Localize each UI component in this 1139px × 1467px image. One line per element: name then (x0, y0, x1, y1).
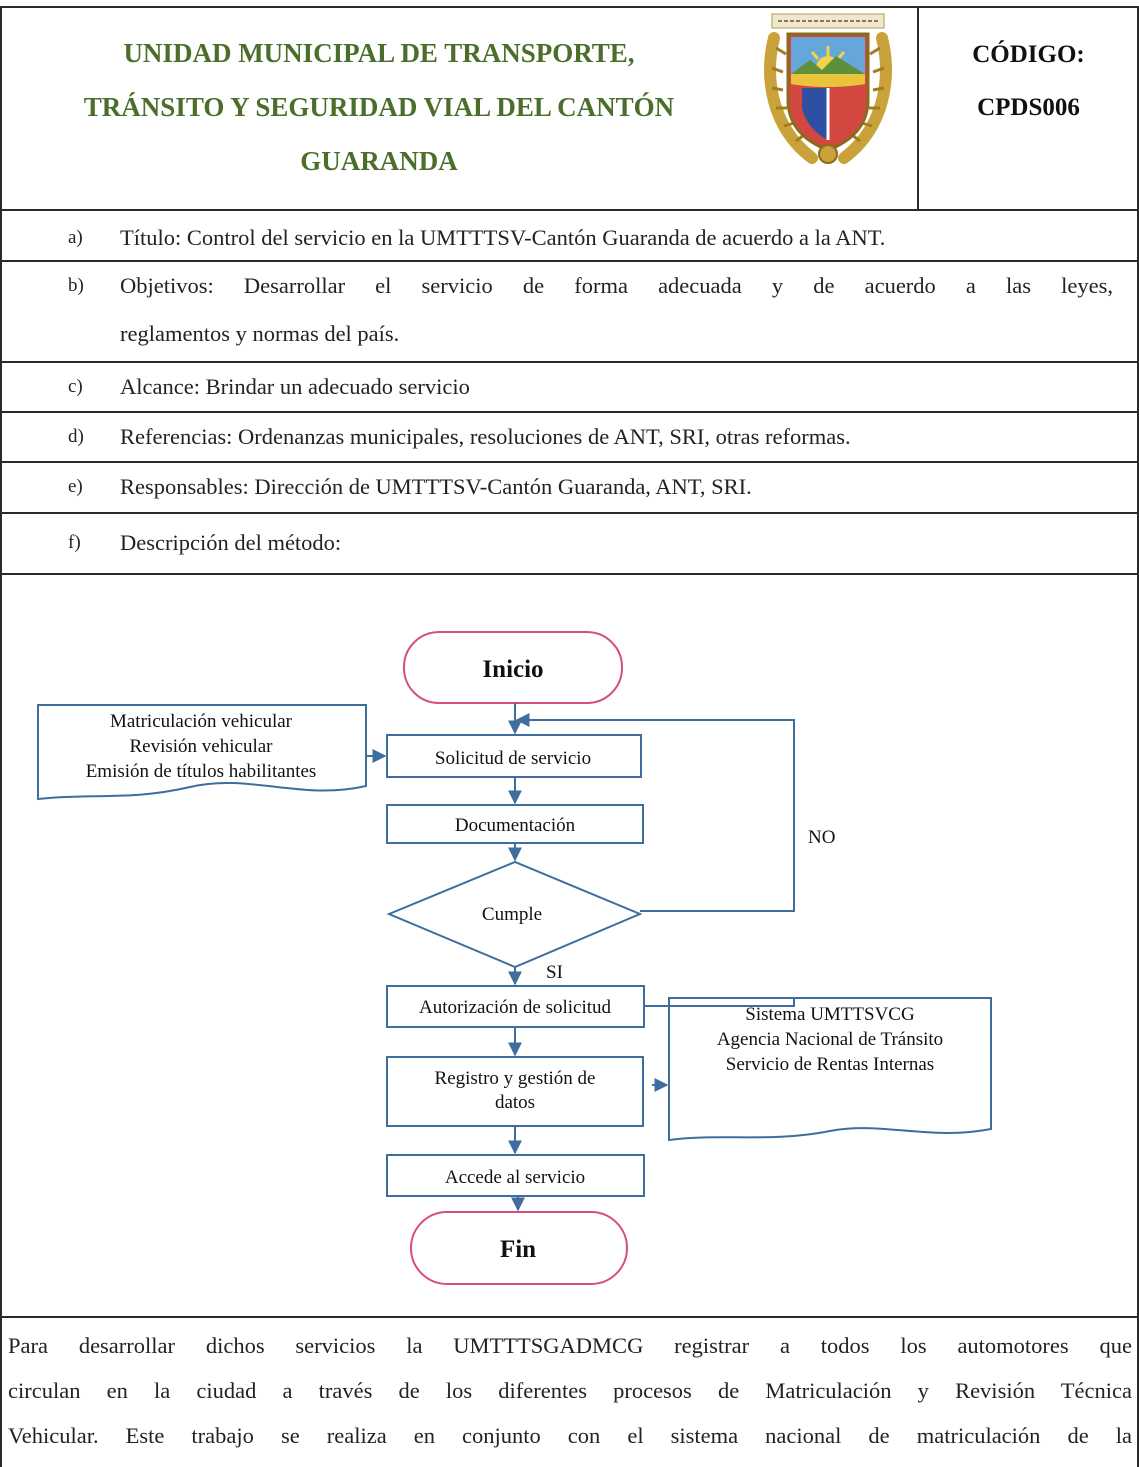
section-text-line: Objetivos: Desarrollar el servicio de fo… (120, 273, 1113, 298)
section-e: e) Responsables: Dirección de UMTTTSV-Ca… (0, 463, 1139, 511)
step-registro-line: datos (495, 1092, 535, 1113)
title-line-1: UNIDAD MUNICIPAL DE TRANSPORTE, (123, 38, 635, 68)
flowchart: Inicio Matriculación vehicular Revisión … (37, 631, 992, 1285)
output-doc-line: Servicio de Rentas Internas (726, 1054, 934, 1075)
section-text: Título: Control del servicio en la UMTTT… (120, 225, 886, 250)
rule-a (0, 260, 1139, 262)
decision-diamond (386, 860, 643, 969)
output-doc-line: Agencia Nacional de Tránsito (717, 1029, 943, 1050)
border-right (1137, 6, 1139, 1467)
section-text-line: reglamentos y normas del país. (120, 321, 400, 346)
section-text: Descripción del método: (120, 530, 342, 555)
section-letter: f) (68, 532, 81, 553)
start-label: Inicio (482, 656, 543, 683)
section-letter: b) (68, 275, 84, 296)
start-terminal (403, 631, 623, 704)
connector-autorizacion-to-output (644, 998, 795, 1007)
section-letter: d) (68, 426, 84, 447)
rule-c (0, 411, 1139, 413)
document-code: CÓDIGO: CPDS006 (918, 28, 1139, 134)
no-label: NO (808, 827, 835, 848)
input-doc-line: Revisión vehicular (130, 736, 274, 757)
section-letter: c) (68, 376, 83, 397)
step-registro-line: Registro y gestión de (435, 1068, 596, 1089)
paragraph-line: circulan en la ciudad a través de los di… (8, 1378, 1132, 1403)
section-text: Objetivos: Desarrollar el servicio de fo… (120, 262, 1113, 358)
method-paragraph: Para desarrollar dichos servicios la UMT… (8, 1323, 1132, 1458)
section-letter: e) (68, 476, 83, 497)
rule-d (0, 461, 1139, 463)
title-line-2: TRÁNSITO Y SEGURIDAD VIAL DEL CANTÓN (83, 92, 675, 122)
output-document-shape (668, 997, 992, 1142)
input-doc-line: Matriculación vehicular (110, 711, 293, 732)
section-text: Alcance: Brindar un adecuado servicio (120, 374, 470, 399)
rule-f (0, 573, 1139, 575)
step-autorizacion-label: Autorización de solicitud (419, 997, 612, 1018)
step-solicitud-label: Solicitud de servicio (435, 748, 591, 769)
paragraph-line: Vehicular. Este trabajo se realiza en co… (8, 1423, 1132, 1448)
section-f: f) Descripción del método: (0, 514, 1139, 572)
section-text: Responsables: Dirección de UMTTTSV-Cantó… (120, 474, 752, 499)
section-a: a) Título: Control del servicio en la UM… (0, 215, 1139, 260)
step-accede-box (386, 1154, 645, 1197)
end-terminal (410, 1211, 628, 1285)
municipal-seal-icon (764, 13, 892, 164)
code-value: CPDS006 (977, 94, 1080, 121)
arrow-no-loop (515, 713, 795, 912)
section-c: c) Alcance: Brindar un adecuado servicio (0, 363, 1139, 411)
decision-label: Cumple (482, 904, 542, 925)
border-left (0, 6, 2, 1467)
input-document-shape (37, 704, 367, 801)
section-letter: a) (68, 227, 83, 248)
border-top (0, 6, 1139, 8)
rule-header (0, 209, 1139, 211)
output-doc-line: Sistema UMTTSVCG (745, 1004, 915, 1025)
step-accede-label: Accede al servicio (445, 1167, 585, 1188)
input-doc-line: Emisión de títulos habilitantes (86, 761, 317, 782)
header-divider (917, 6, 919, 210)
end-label: Fin (500, 1236, 536, 1263)
rule-b (0, 361, 1139, 363)
yes-label: SI (546, 962, 563, 983)
institution-title: UNIDAD MUNICIPAL DE TRANSPORTE, TRÁNSITO… (20, 26, 738, 188)
section-d: d) Referencias: Ordenanzas municipales, … (0, 413, 1139, 461)
step-documentacion-label: Documentación (455, 815, 576, 836)
section-text: Referencias: Ordenanzas municipales, res… (120, 424, 851, 449)
rule-e (0, 512, 1139, 514)
rule-flowchart (0, 1316, 1139, 1318)
code-label: CÓDIGO: (972, 41, 1085, 68)
section-b: b) Objetivos: Desarrollar el servicio de… (0, 262, 1139, 360)
paragraph-line: Para desarrollar dichos servicios la UMT… (8, 1333, 1132, 1358)
title-line-3: GUARANDA (300, 146, 458, 176)
